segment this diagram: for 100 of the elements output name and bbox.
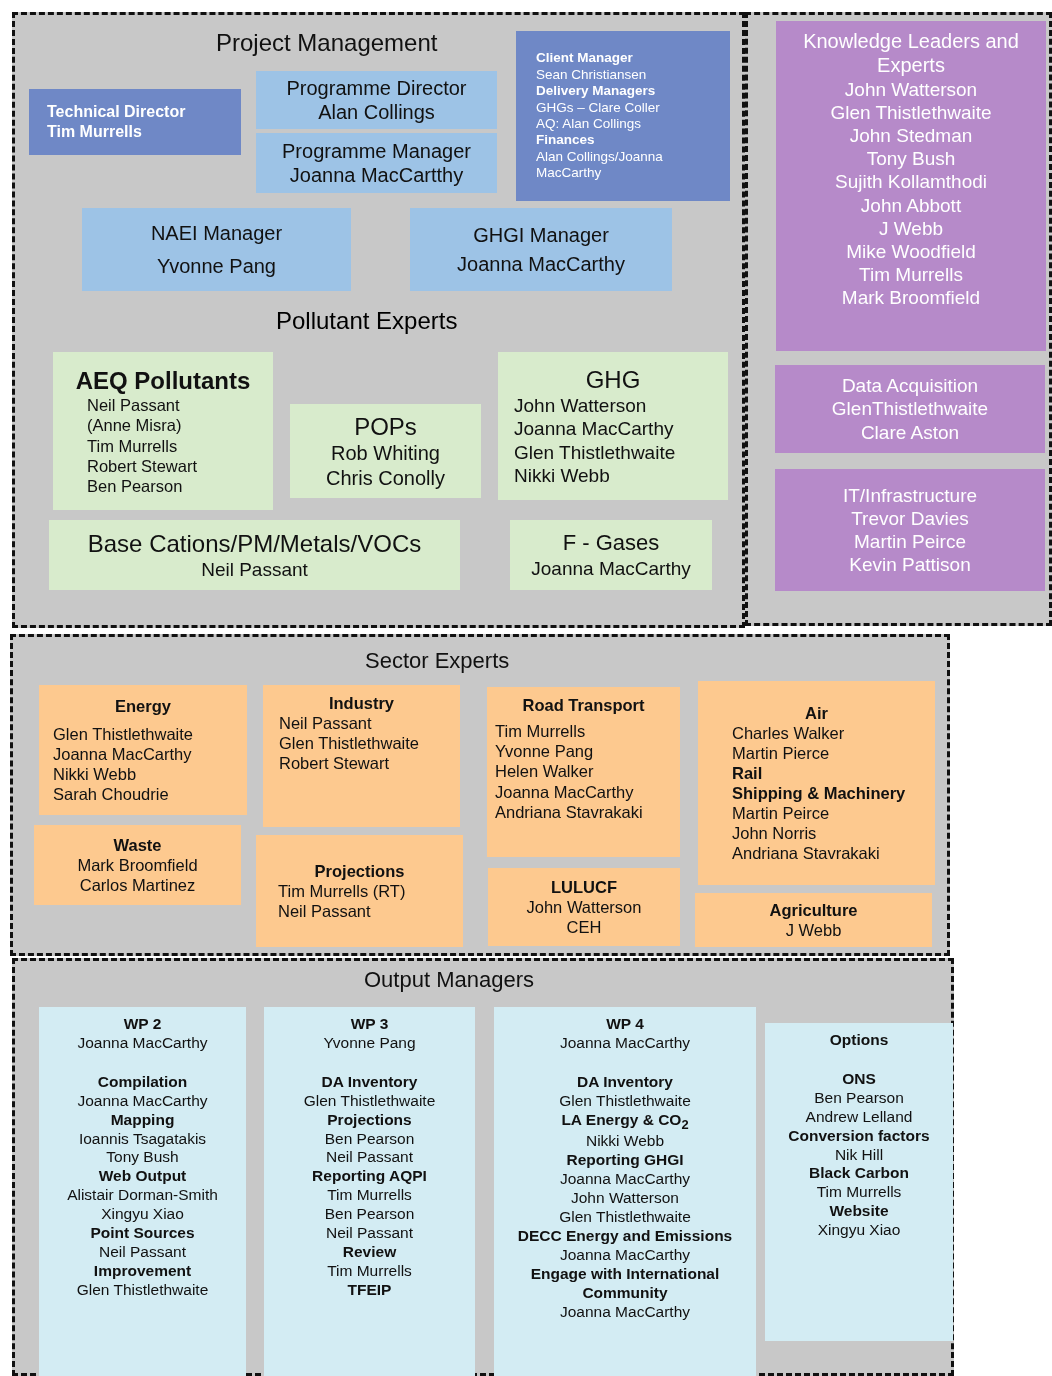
team-box xyxy=(488,868,680,946)
name-text: Ben Pearson xyxy=(324,1129,415,1149)
team-box xyxy=(264,1007,475,1376)
role-heading: Shipping & Machinery xyxy=(732,783,906,804)
role-heading: IT/Infrastructure xyxy=(842,483,978,507)
team-box xyxy=(698,681,935,885)
name-text: Tim Murrells xyxy=(816,1183,902,1203)
name-text: Joanna MacCarthy xyxy=(457,251,625,276)
name-text: Alan Collings/Joanna MacCarthy xyxy=(536,148,664,182)
name-text: Ben Pearson xyxy=(324,1205,415,1225)
name-text: Sarah Choudrie xyxy=(53,784,169,805)
team-box xyxy=(256,835,463,947)
role-heading: Rail xyxy=(732,762,763,783)
name-text: GHGs – Clare Coller xyxy=(536,99,660,116)
team-box xyxy=(775,365,1045,453)
role-heading: Compilation xyxy=(97,1072,188,1092)
role-heading: GHG xyxy=(585,365,641,395)
name-text: Glen Thistlethwaite xyxy=(514,440,676,464)
role-heading: DECC Energy and Emissions xyxy=(517,1227,733,1246)
name-text: Tim Murrells xyxy=(327,1186,412,1206)
name-text: Tony Bush xyxy=(866,147,956,171)
name-text: Yvonne Pang xyxy=(323,1033,416,1053)
name-text: Tim Murrells xyxy=(859,263,963,287)
name-text: Joanna MacCartthy xyxy=(289,163,464,188)
name-text: Yvonne Pang xyxy=(157,253,276,278)
team-box xyxy=(53,352,273,510)
name-text: Neil Passant xyxy=(87,395,180,416)
name-text: J Webb xyxy=(785,920,842,941)
role-heading: TFEIP xyxy=(347,1280,392,1300)
name-text: Glen Thistlethwaite xyxy=(559,1091,691,1111)
name-text: Joanna MacCarthy xyxy=(559,1033,691,1053)
role-heading: Waste xyxy=(113,834,162,855)
role-heading: Options xyxy=(829,1031,889,1050)
name-text: Ioannis Tsagatakis xyxy=(78,1129,207,1149)
role-heading: Programme Director xyxy=(286,75,467,100)
panel-background xyxy=(745,12,1052,626)
team-box xyxy=(487,687,680,857)
name-text: Helen Walker xyxy=(495,761,594,782)
team-box xyxy=(516,31,730,201)
section-heading: Output Managers xyxy=(364,967,534,994)
team-box xyxy=(410,208,672,291)
name-text: Charles Walker xyxy=(732,722,845,743)
role-heading: LULUCF xyxy=(551,876,617,897)
section-panel xyxy=(12,958,954,1376)
role-heading: Client Manager xyxy=(536,50,633,67)
team-box xyxy=(256,133,497,193)
role-heading: POPs xyxy=(354,411,417,442)
section-heading: Sector Experts xyxy=(365,648,510,675)
team-box xyxy=(290,404,481,498)
team-box xyxy=(39,685,247,815)
name-text: Neil Passant xyxy=(99,1242,186,1262)
role-heading: LA Energy & CO$_{2}$ xyxy=(561,1110,689,1133)
name-text: Xingyu Xiao xyxy=(817,1221,901,1241)
role-heading: Reporting AQPI xyxy=(312,1167,427,1187)
name-text: Joanna MacCarthy xyxy=(559,1245,691,1265)
team-box xyxy=(498,352,728,500)
role-heading: AEQ Pollutants xyxy=(75,366,251,396)
role-heading: Air xyxy=(805,702,828,723)
role-heading: WP 3 xyxy=(350,1015,389,1034)
name-text: Martin Pierce xyxy=(732,742,830,763)
role-heading: Industry xyxy=(328,693,395,714)
name-text: Mike Woodfield xyxy=(846,240,976,264)
name-text: Neil Passant xyxy=(279,713,372,734)
name-text: Nikki Webb xyxy=(585,1132,665,1152)
role-heading: F - Gases xyxy=(562,530,660,557)
name-text: Joanna MacCarthy xyxy=(77,1091,208,1111)
name-text: Robert Stewart xyxy=(279,753,390,774)
name-text: (Anne Misra) xyxy=(87,415,182,436)
role-heading: DA Inventory xyxy=(321,1072,418,1092)
role-heading: Black Carbon xyxy=(809,1164,909,1184)
name-text: Glen Thistlethwaite xyxy=(830,100,992,125)
role-heading: Reporting GHGI xyxy=(566,1151,684,1171)
name-text: Andriana Stavrakaki xyxy=(732,843,880,864)
name-text: Trevor Davies xyxy=(851,506,969,530)
name-text: Joanna MacCarthy xyxy=(514,417,674,441)
section-heading: Pollutant Experts xyxy=(276,306,458,336)
name-text: Kevin Pattison xyxy=(849,553,971,577)
role-heading: ONS xyxy=(842,1069,876,1089)
name-text: John Norris xyxy=(732,823,817,844)
role-heading: Review xyxy=(342,1242,397,1262)
name-text: Alistair Dorman-Smith xyxy=(67,1186,218,1206)
name-text: Martin Peirce xyxy=(732,803,830,824)
role-heading: Engage with International Community xyxy=(529,1264,721,1303)
team-box xyxy=(494,1007,756,1376)
name-text: Neil Passant xyxy=(326,1224,413,1243)
name-text: Andrew Lelland xyxy=(805,1107,913,1127)
name-text: Sean Christiansen xyxy=(536,66,647,84)
name-text: AQ: Alan Collings xyxy=(536,116,642,133)
name-text: Joanna MacCarthy xyxy=(559,1302,691,1322)
role-heading: Mapping xyxy=(110,1110,175,1130)
team-box xyxy=(34,825,241,905)
role-heading: Tim Murrells xyxy=(47,122,142,142)
role-heading: Road Transport xyxy=(522,695,645,716)
role-heading: Point Sources xyxy=(90,1224,195,1243)
role-heading: WP 4 xyxy=(606,1015,644,1034)
name-text: John Stedman xyxy=(849,124,973,148)
role-heading: Projections xyxy=(327,1110,412,1130)
name-text: Glen Thistlethwaite xyxy=(76,1280,209,1300)
name-text: Joanna MacCarthy xyxy=(531,556,691,580)
name-text: John Watterson xyxy=(514,394,647,418)
